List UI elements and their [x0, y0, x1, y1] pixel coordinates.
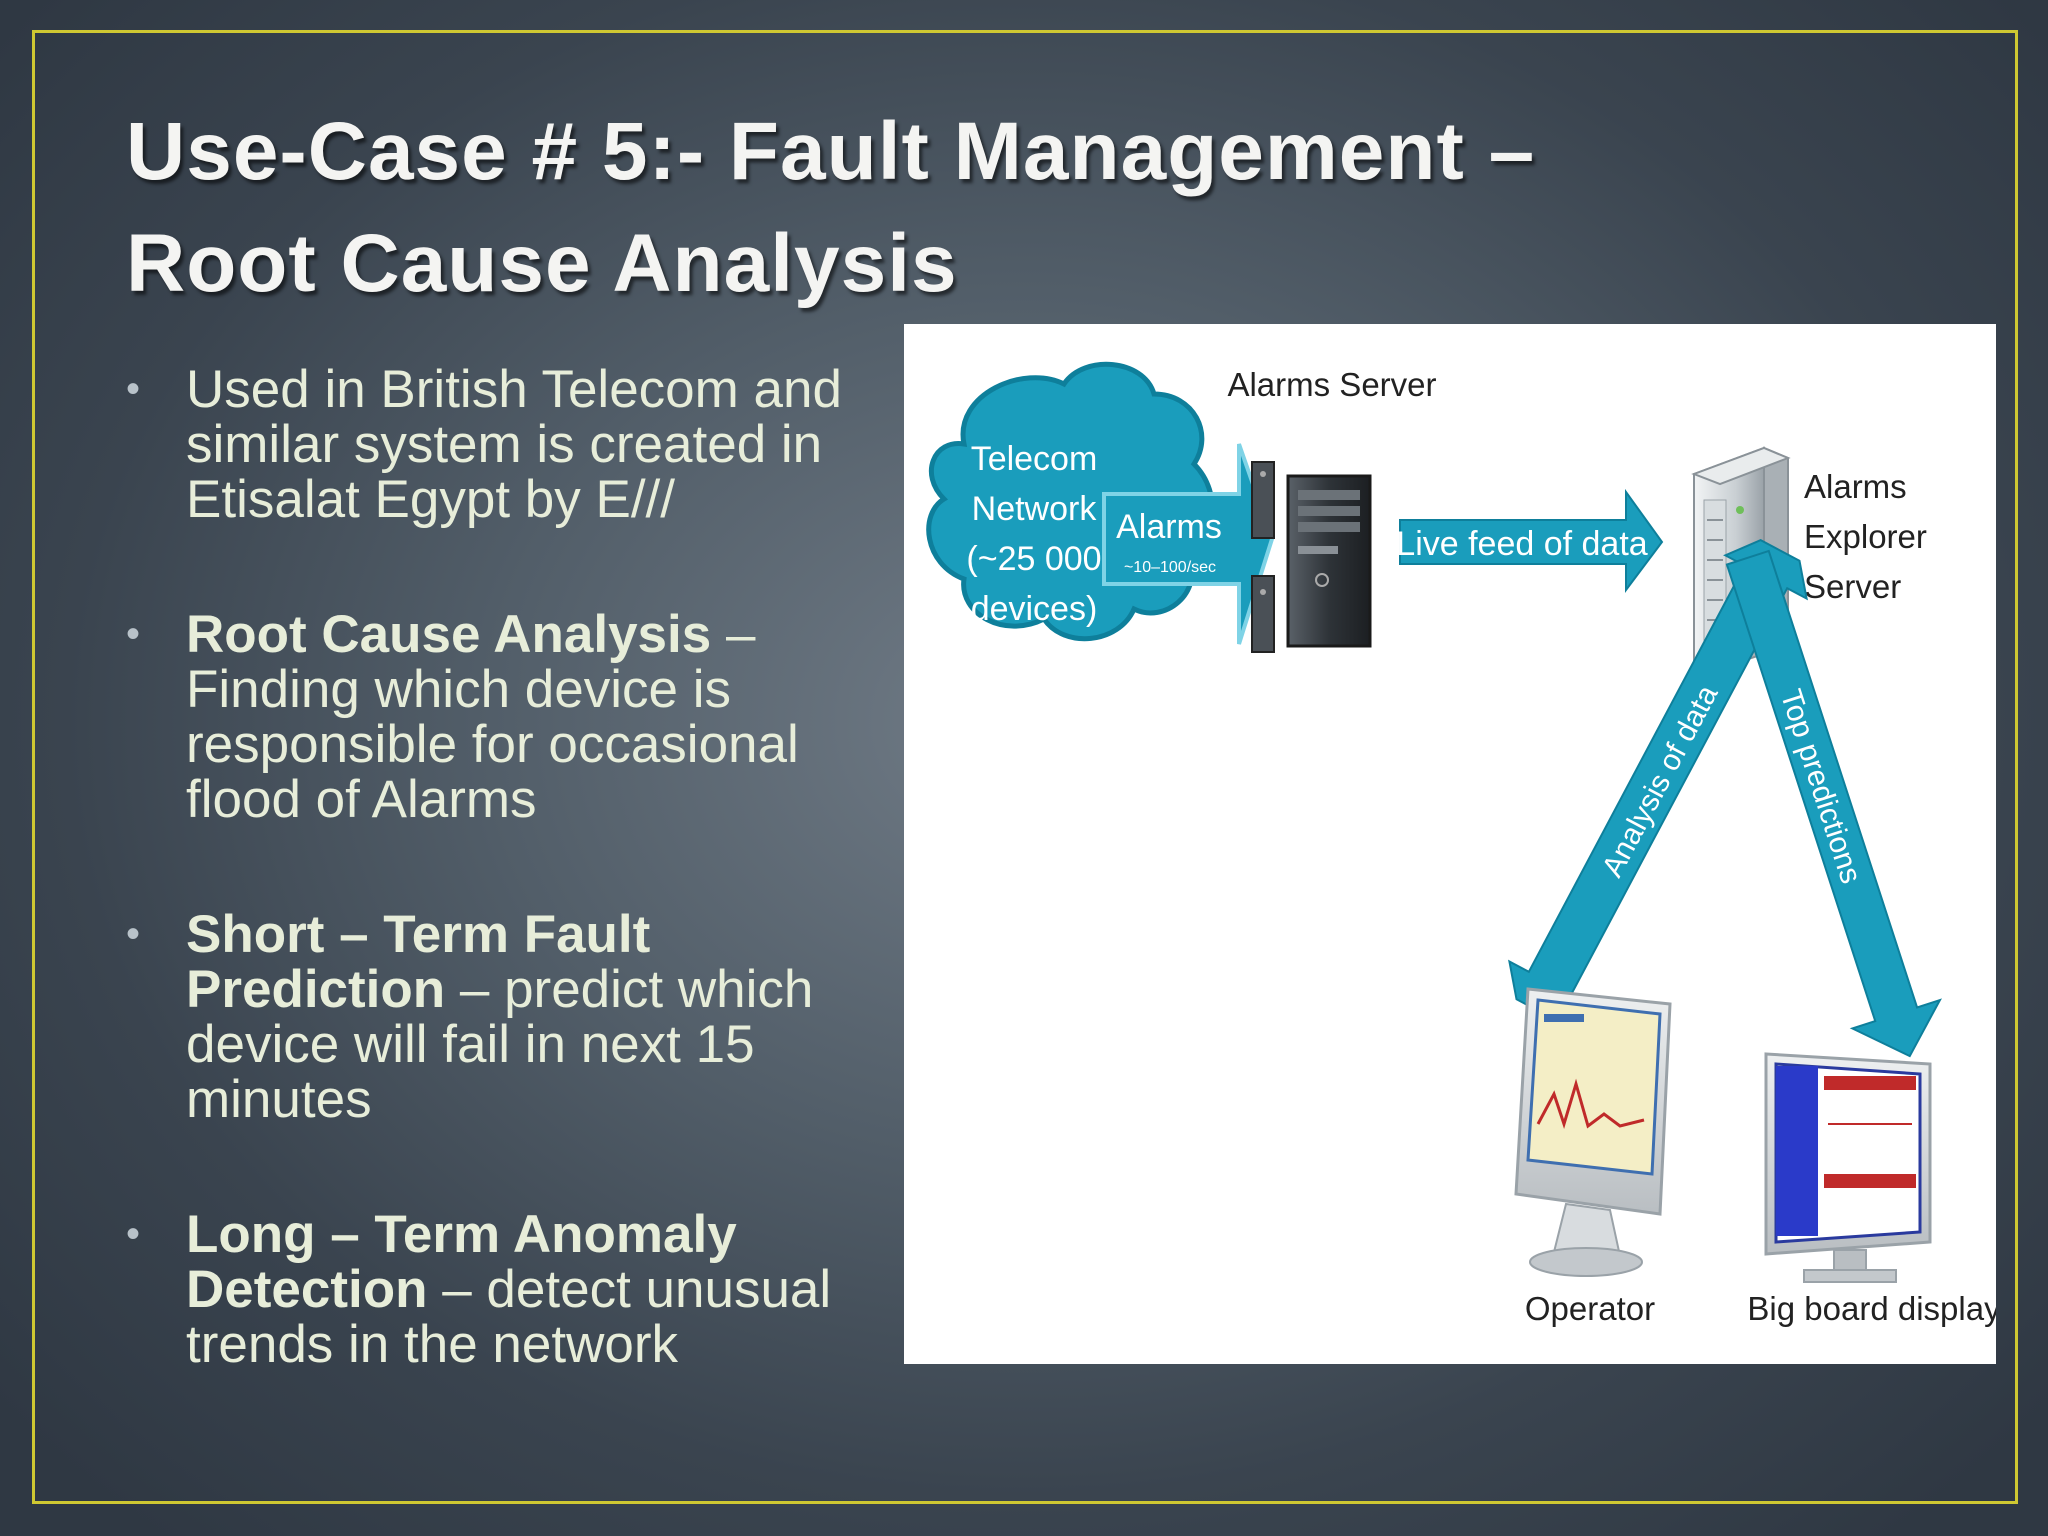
bullet-dot-icon: • — [126, 367, 141, 411]
bullet-text: – detect unusual trends in the network — [186, 1260, 832, 1374]
explorer-label-line-2: Explorer — [1804, 518, 1927, 555]
bullet-text: – Finding which device is responsible fo… — [186, 605, 799, 829]
operator-monitor-icon — [1514, 987, 1672, 1277]
live-feed-label: Live feed of data — [1396, 525, 1648, 563]
live-feed-arrow-icon — [1399, 488, 1664, 593]
bullet-text: Used in British Telecom and similar syst… — [186, 360, 842, 529]
bullet-dot-icon: • — [126, 1212, 141, 1256]
cloud-label-line-1: Telecom — [971, 440, 1098, 478]
slide-title: Use-Case # 5:- Fault Management – Root C… — [126, 96, 1946, 320]
architecture-diagram: Telecom Network (~25 000 devices) Alarms… — [904, 324, 1996, 1364]
alarms-rate-label: ~10–100/sec — [1124, 559, 1216, 576]
bullet-item-short-term: • Short – Term Fault Prediction – predic… — [120, 907, 900, 1127]
explorer-label-line-1: Alarms — [1804, 468, 1907, 505]
cloud-label-line-3: (~25 000 — [966, 540, 1101, 578]
bullet-dot-icon: • — [126, 912, 141, 956]
bullet-item-british-telecom: • Used in British Telecom and similar sy… — [120, 362, 900, 527]
alarms-arrow-label: Alarms — [1116, 508, 1222, 546]
bullet-item-long-term: • Long – Term Anomaly Detection – detect… — [120, 1207, 900, 1372]
big-board-label: Big board display — [1747, 1290, 1996, 1327]
bullet-text: – predict which device will fail in next… — [186, 960, 814, 1129]
bullet-heading: Short – Term Fault Prediction — [186, 905, 651, 1019]
explorer-label-line-3: Server — [1804, 568, 1901, 605]
cloud-label-line-4: devices) — [971, 590, 1098, 628]
bullet-list: • Used in British Telecom and similar sy… — [120, 362, 900, 1372]
bullet-heading: Root Cause Analysis — [186, 605, 712, 664]
big-board-display-icon — [1764, 1052, 1932, 1283]
alarms-server-label: Alarms Server — [1227, 366, 1436, 403]
alarms-server-icon — [1251, 461, 1372, 653]
title-line-2: Root Cause Analysis — [126, 218, 958, 309]
cloud-label-line-2: Network — [972, 490, 1098, 528]
bullet-item-root-cause: • Root Cause Analysis – Finding which de… — [120, 607, 900, 827]
analysis-arrow-label: Analysis of data — [1596, 680, 1725, 883]
bullet-dot-icon: • — [126, 612, 141, 656]
title-line-1: Use-Case # 5:- Fault Management – — [126, 106, 1536, 197]
diagram-canvas: Telecom Network (~25 000 devices) Alarms… — [926, 361, 1996, 1327]
slide-frame — [32, 30, 2018, 1504]
bullet-heading: Long – Term Anomaly Detection — [186, 1205, 737, 1319]
operator-label: Operator — [1525, 1290, 1655, 1327]
